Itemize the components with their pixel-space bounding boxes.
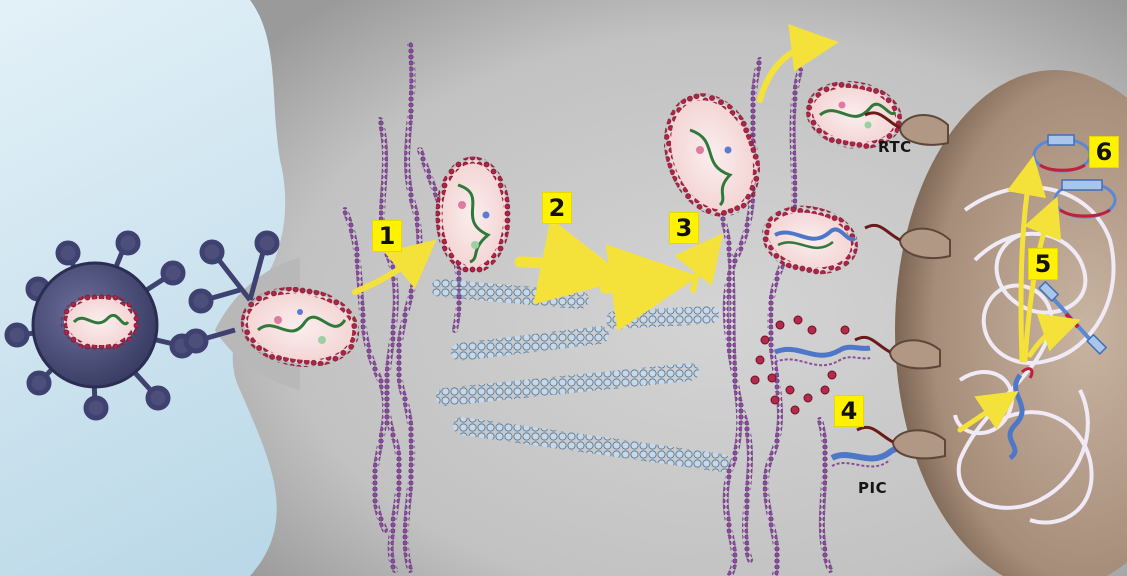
step-label-2: 2 [542, 192, 572, 224]
rtc-label: RTC [878, 138, 912, 156]
step-label-5: 5 [1028, 248, 1058, 280]
capsid-cytoplasm [439, 160, 507, 270]
pic-label: PIC [858, 479, 887, 497]
step-label-6: 6 [1089, 136, 1119, 168]
step-label-3: 3 [669, 212, 699, 244]
step-label-1: 1 [372, 220, 402, 252]
step-label-4: 4 [834, 395, 864, 427]
